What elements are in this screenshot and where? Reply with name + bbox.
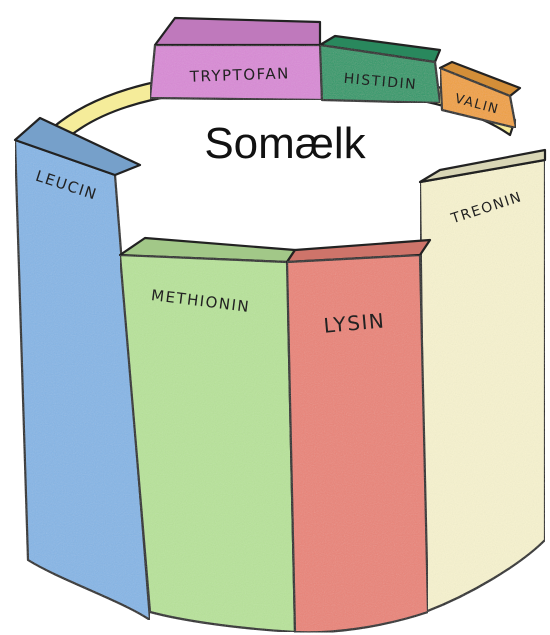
stave-lysin: LYSIN bbox=[287, 240, 430, 632]
stave-label-tryptofan: TRYPTOFAN bbox=[189, 64, 291, 86]
stave-histidin: HISTIDIN bbox=[320, 36, 440, 103]
stave-methionin: METHIONIN bbox=[120, 238, 295, 632]
stave-treonin: TREONIN bbox=[420, 150, 545, 612]
barrel-title: Somælk bbox=[204, 119, 366, 168]
stave-valin: VALIN bbox=[440, 62, 520, 128]
stave-tryptofan: TRYPTOFAN bbox=[150, 18, 322, 100]
